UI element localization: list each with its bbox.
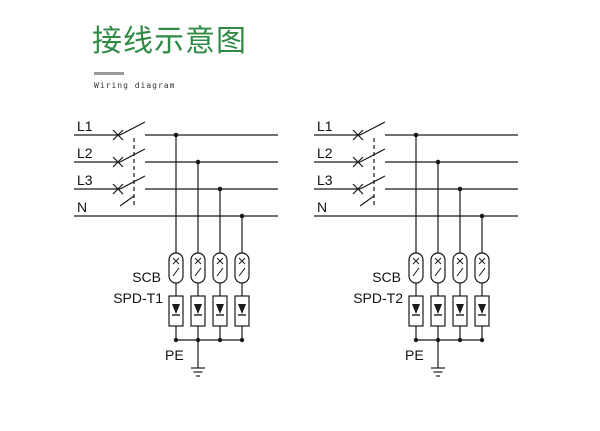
breaker-cross [352,156,364,168]
scb-module [212,252,228,284]
scb-fuse [434,267,442,277]
scb-cross [412,257,420,265]
switch-blade [359,148,386,163]
spd-diode-icon [456,304,464,314]
line-label: N [77,199,87,215]
scb-module [190,252,206,284]
breaker-cross [352,129,364,141]
device-label-spd: SPD-T1 [113,290,163,306]
spd-diode-icon [216,304,224,314]
scb-fuse [238,267,246,277]
breaker-cross [352,183,364,195]
line-label: L2 [317,145,333,161]
switch-blade [119,148,146,163]
device-label-spd: SPD-T2 [353,290,403,306]
scb-module [452,252,468,284]
line-label: N [317,199,327,215]
spd-diode-icon [412,304,420,314]
scb-module [168,252,184,284]
breaker-cross [112,183,124,195]
switch-blade [359,121,386,136]
scb-cross [478,257,486,265]
scb-module [474,252,490,284]
scb-cross [238,257,246,265]
page-title: 接线示意图 [92,24,247,59]
page-subtitle: Wiring diagram [94,81,176,90]
scb-cross [456,257,464,265]
scb-fuse [216,267,224,277]
switch-linkage [359,195,375,207]
scb-module [234,252,250,284]
device-label-scb: SCB [132,269,161,285]
spd-diode-icon [434,304,442,314]
scb-fuse [194,267,202,277]
scb-module [430,252,446,284]
breaker-cross [112,129,124,141]
ground-label: PE [405,347,424,363]
spd-diode-icon [172,304,180,314]
spd-diode-icon [478,304,486,314]
device-label-scb: SCB [372,269,401,285]
line-label: L1 [317,118,333,134]
line-label: L3 [317,172,333,188]
scb-fuse [172,267,180,277]
scb-fuse [456,267,464,277]
switch-linkage [119,195,135,207]
scb-fuse [412,267,420,277]
switch-blade [119,121,146,136]
title-underline [94,72,124,75]
scb-cross [216,257,224,265]
line-label: L1 [77,118,93,134]
ground-label: PE [165,347,184,363]
breaker-cross [112,156,124,168]
line-label: L3 [77,172,93,188]
scb-cross [172,257,180,265]
scb-cross [434,257,442,265]
spd-diode-icon [238,304,246,314]
line-label: L2 [77,145,93,161]
scb-module [408,252,424,284]
scb-fuse [478,267,486,277]
switch-blade [359,175,386,190]
scb-cross [194,257,202,265]
spd-diode-icon [194,304,202,314]
switch-blade [119,175,146,190]
